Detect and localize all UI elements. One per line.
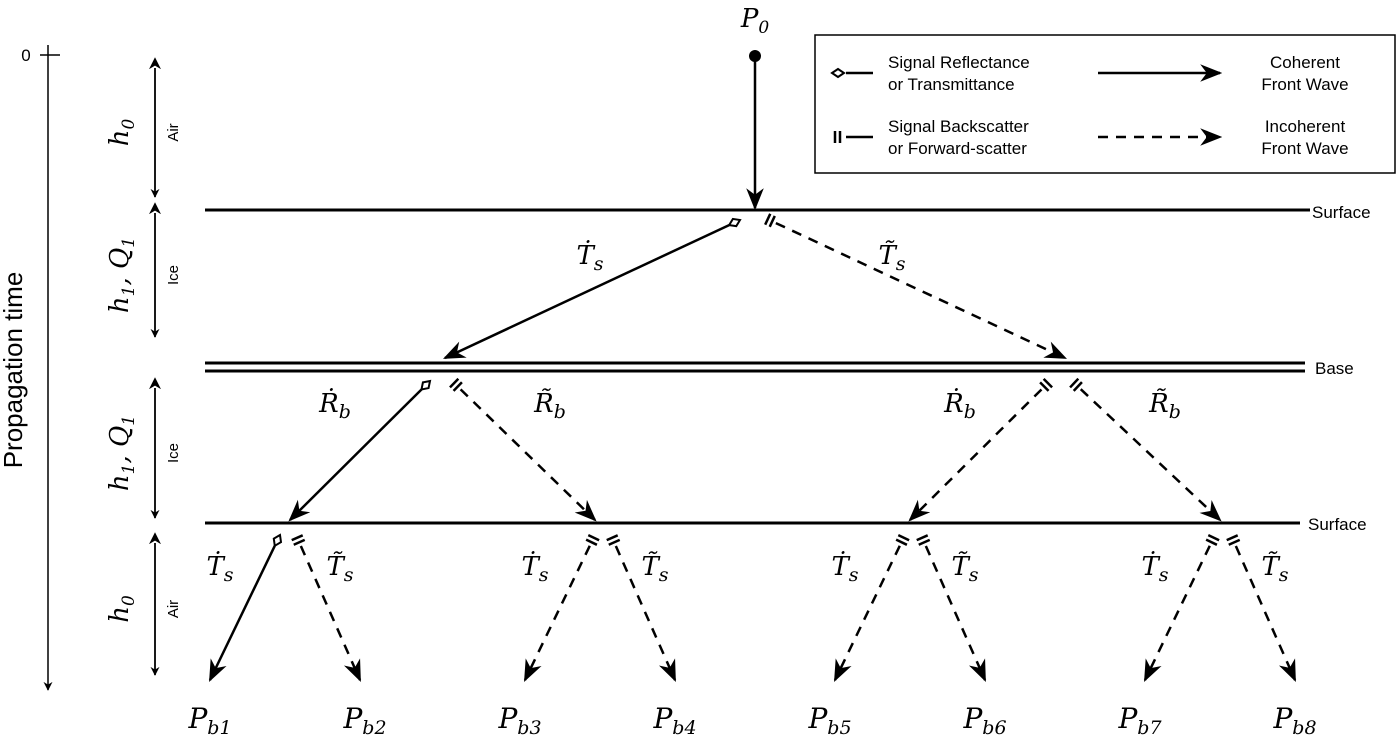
incoherent-wave-arrow bbox=[833, 545, 901, 682]
incoherent-wave-arrow bbox=[1143, 545, 1211, 682]
surface-top-label: Surface bbox=[1312, 203, 1371, 222]
interfaces: Surface Base Surface bbox=[205, 203, 1371, 534]
wave-paths bbox=[208, 213, 1297, 683]
incoherent-wave bbox=[916, 534, 987, 683]
surface-bottom-label: Surface bbox=[1308, 515, 1367, 534]
layer-medium-label: Ice bbox=[165, 443, 182, 463]
time-axis-label: Propagation time bbox=[0, 272, 28, 469]
coefficient-label: T̃s bbox=[1261, 551, 1288, 586]
incoherent-wave-arrow bbox=[1234, 545, 1297, 683]
incoherent-wave bbox=[523, 533, 600, 682]
incoherent-wave bbox=[1143, 533, 1220, 682]
incoherent-wave-arrow bbox=[459, 388, 597, 522]
incoherent-wave bbox=[764, 213, 1067, 360]
layer-medium-label: Air bbox=[165, 123, 182, 141]
coefficient-label: T̃s bbox=[951, 551, 978, 586]
coherent-wave-arrow bbox=[288, 388, 423, 522]
reflectance-symbol bbox=[272, 533, 283, 548]
reflectance-symbol bbox=[727, 217, 742, 228]
base-label: Base bbox=[1315, 359, 1354, 378]
backscatter-symbol bbox=[1039, 377, 1053, 392]
incoherent-wave bbox=[1226, 534, 1297, 683]
layer-medium-label: Ice bbox=[165, 265, 182, 285]
coefficient-label: T̃s bbox=[878, 240, 905, 275]
incoherent-wave bbox=[908, 377, 1053, 522]
layer-thickness-label: h1, Q1 bbox=[105, 237, 139, 313]
coefficient-label: Ṫs bbox=[831, 551, 858, 586]
incoherent-wave-arrow bbox=[1079, 388, 1222, 522]
backscatter-symbol bbox=[449, 377, 463, 392]
incoherent-wave-arrow bbox=[299, 545, 362, 683]
coherent-wave-arrow bbox=[443, 223, 730, 360]
layer-thickness-label: h0 bbox=[105, 119, 139, 147]
coefficient-label: R̃b bbox=[533, 388, 566, 423]
backscatter-symbol bbox=[1069, 377, 1083, 392]
backscatter-symbol bbox=[606, 534, 621, 546]
layer-thickness-label: h0 bbox=[105, 595, 139, 623]
source-label: P0 bbox=[740, 4, 770, 38]
time-axis: 0 Propagation time bbox=[0, 45, 60, 691]
backscatter-symbol bbox=[291, 534, 306, 546]
coefficient-label: Ṙb bbox=[318, 388, 351, 423]
legend-box bbox=[814, 34, 1396, 174]
incoherent-wave-arrow bbox=[908, 388, 1043, 522]
backscatter-symbol bbox=[1205, 533, 1220, 546]
coherent-wave bbox=[208, 533, 283, 682]
backscatter-symbol bbox=[764, 213, 776, 228]
coefficient-label: Ṙb bbox=[943, 388, 976, 423]
coherent-wave-arrow bbox=[208, 545, 276, 682]
backscatter-symbol bbox=[833, 131, 842, 143]
incoherent-wave bbox=[291, 534, 362, 683]
incoherent-wave-arrow bbox=[775, 221, 1067, 360]
backscatter-symbol bbox=[585, 533, 600, 546]
output-power-label: Pb4 bbox=[652, 702, 696, 739]
coefficient-label: T̃s bbox=[641, 551, 668, 586]
incoherent-wave-arrow bbox=[614, 545, 677, 683]
coefficient-label: T̃s bbox=[326, 551, 353, 586]
coherent-wave bbox=[443, 217, 742, 360]
incoherent-wave bbox=[449, 377, 597, 522]
backscatter-symbol bbox=[1226, 534, 1241, 546]
coefficient-label: Ṫs bbox=[1141, 551, 1168, 586]
coefficient-label: Ṫs bbox=[576, 240, 603, 275]
layer-medium-label: Air bbox=[165, 600, 182, 618]
source: P0 bbox=[740, 4, 770, 211]
zero-tick-label: 0 bbox=[21, 46, 30, 65]
incoherent-wave bbox=[606, 534, 677, 683]
output-power-label: Pb3 bbox=[497, 702, 541, 739]
incoherent-wave bbox=[1069, 377, 1222, 522]
output-labels: Pb1 Pb2 Pb3 Pb4 Pb5 Pb6 Pb7 Pb8 bbox=[187, 702, 1316, 739]
reflectance-symbol bbox=[830, 67, 846, 79]
backscatter-symbol bbox=[916, 534, 931, 546]
backscatter-symbol bbox=[895, 533, 910, 546]
coefficient-label: Ṫs bbox=[521, 551, 548, 586]
layer-thickness-label: h1, Q1 bbox=[105, 415, 139, 491]
output-power-label: Pb1 bbox=[187, 702, 231, 739]
coherent-wave bbox=[288, 379, 432, 522]
output-power-label: Pb6 bbox=[962, 702, 1006, 739]
output-power-label: Pb2 bbox=[342, 702, 386, 739]
coefficient-label: Ṫs bbox=[206, 551, 233, 586]
reflectance-symbol bbox=[420, 379, 432, 391]
coefficient-label: R̃b bbox=[1148, 388, 1181, 423]
output-power-label: Pb8 bbox=[1272, 702, 1316, 739]
incoherent-wave-arrow bbox=[924, 545, 987, 683]
output-power-label: Pb7 bbox=[1117, 702, 1162, 739]
incoherent-wave bbox=[833, 533, 910, 682]
incoherent-wave-arrow bbox=[523, 545, 591, 682]
output-power-label: Pb5 bbox=[807, 702, 851, 739]
